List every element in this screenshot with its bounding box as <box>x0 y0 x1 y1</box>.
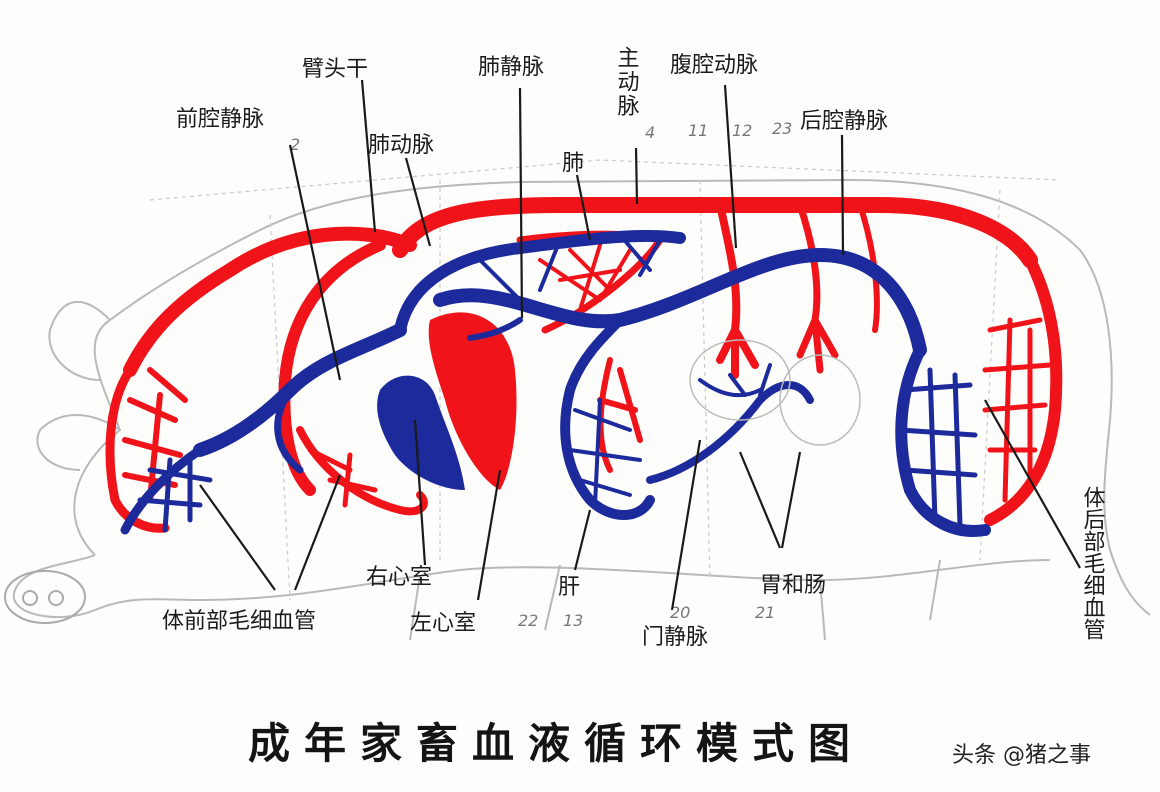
mesenteric-artery-vessel <box>796 201 839 374</box>
celiac-artery-vessel <box>716 201 759 379</box>
gut-vein-branches <box>698 363 772 398</box>
pulmonary-artery-vessel <box>394 229 686 336</box>
bg-number: 20 <box>670 603 690 622</box>
brachiocephalic-vessel <box>123 226 417 377</box>
label-posterior-vena-cava: 后腔静脉 <box>800 109 888 134</box>
leader-anterior-vena-cava <box>288 144 342 381</box>
leader-lines <box>199 79 1081 611</box>
venous-system <box>120 229 991 537</box>
lung-vein-mesh <box>478 233 662 302</box>
bg-number: 22 <box>518 611 538 630</box>
label-left-ventricle: 左心室 <box>410 611 476 636</box>
snout-icon <box>4 570 86 624</box>
bg-number: 2 <box>290 135 300 154</box>
leader-liver <box>573 509 592 571</box>
label-lung: 肺 <box>562 151 584 176</box>
posterior-capillary-vein-mesh <box>897 367 978 528</box>
portal-vein-vessel <box>646 381 814 484</box>
liver-vein-loop <box>560 315 655 520</box>
leader-pulmonary-vein <box>518 87 524 319</box>
stomach-intestine-outline <box>689 339 861 446</box>
pulmonary-vein-vessel <box>467 317 523 341</box>
label-pulmonary-artery: 肺动脉 <box>368 133 434 158</box>
posterior-capillary-vein <box>895 344 991 537</box>
leader-posterior-capillaries <box>984 399 1081 569</box>
left-ventricle-shape <box>428 312 517 490</box>
diagram-title: 成年家畜血液循环模式图 <box>248 719 864 768</box>
leader-pulmonary-artery <box>404 157 432 247</box>
pig-outline <box>12 178 1151 641</box>
bg-number: 13 <box>563 611 583 630</box>
background-numbers: 2 4 11 12 23 22 13 20 21 <box>290 119 792 630</box>
leader-left-ventricle <box>476 469 502 601</box>
bg-number: 23 <box>772 119 792 138</box>
liver-vein-mesh <box>568 398 642 507</box>
anterior-capillary-vein-mesh <box>137 452 213 533</box>
labels: 臂头干 肺静脉 腹腔动脉 前腔静脉 肺动脉 肺 后腔静脉 右心室 左心室 肝 胃… <box>162 46 1106 650</box>
leader-aorta <box>634 147 639 205</box>
anterior-capillary-mesh <box>122 367 188 503</box>
right-ventricle-shape <box>377 375 465 490</box>
leader-lung <box>575 174 592 241</box>
label-aorta: 主动脉 <box>614 46 640 118</box>
anterior-capillary-artery <box>105 365 170 533</box>
leader-stomach <box>738 451 802 549</box>
foreleg-vein <box>274 386 304 474</box>
leader-celiac <box>723 84 738 249</box>
label-anterior-vena-cava: 前腔静脉 <box>176 107 264 132</box>
label-portal-vein: 门静脉 <box>642 625 708 650</box>
bg-number: 21 <box>755 603 775 622</box>
label-celiac-artery: 腹腔动脉 <box>670 53 758 78</box>
label-brachiocephalic-trunk: 臂头干 <box>302 57 368 82</box>
leader-anterior-capillaries <box>199 474 342 591</box>
foreleg-capillary-artery <box>296 426 428 516</box>
label-pulmonary-vein: 肺静脉 <box>478 55 544 80</box>
leader-posterior-vena-cava <box>840 134 845 256</box>
bg-number: 12 <box>732 121 752 140</box>
label-posterior-capillaries: 体后部毛细血管 <box>1080 486 1106 640</box>
watermark-text: 头条 @猪之事 <box>952 743 1091 768</box>
label-anterior-capillaries: 体前部毛细血管 <box>162 609 316 634</box>
leader-brachiocephalic <box>360 79 377 233</box>
label-stomach-intestine: 胃和肠 <box>760 573 826 598</box>
bg-number: 11 <box>688 121 708 140</box>
leader-portal-vein <box>670 439 702 611</box>
lung-artery-mesh <box>538 243 632 312</box>
leader-right-ventricle <box>413 419 427 566</box>
bg-number: 4 <box>645 123 655 142</box>
posterior-capillary-artery <box>984 254 1063 526</box>
label-liver: 肝 <box>558 575 580 600</box>
posterior-vena-cava-vessel <box>433 248 927 357</box>
label-right-ventricle: 右心室 <box>366 565 432 590</box>
